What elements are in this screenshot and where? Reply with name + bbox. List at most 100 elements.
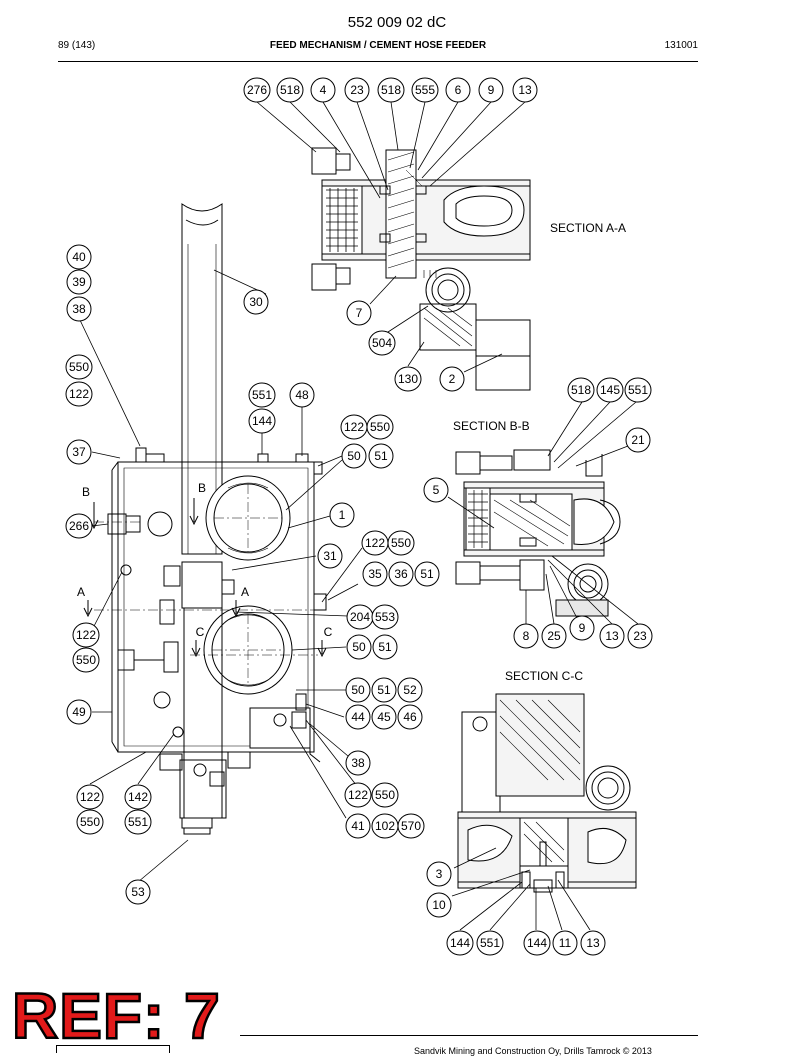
callout-9: 9	[488, 83, 495, 97]
callout-38-b: 38	[351, 756, 365, 770]
callout-518-b: 518	[381, 83, 401, 97]
callout-23: 23	[350, 83, 364, 97]
cut-marker-b-left: B	[82, 485, 90, 499]
callout-45: 45	[377, 710, 391, 724]
callout-551-b: 551	[628, 383, 648, 397]
callout-bubbles	[65, 77, 653, 956]
footer-copyright: Sandvik Mining and Construction Oy, Dril…	[414, 1046, 652, 1056]
callout-204: 204	[350, 610, 370, 624]
callout-51-b: 51	[420, 567, 434, 581]
header-rule	[58, 61, 698, 62]
callout-7: 7	[356, 306, 363, 320]
callout-11: 11	[559, 936, 572, 950]
callout-13: 13	[518, 83, 532, 97]
callout-550-e: 550	[375, 788, 395, 802]
callout-35: 35	[368, 567, 382, 581]
callout-44: 44	[351, 710, 365, 724]
callout-5: 5	[433, 483, 440, 497]
callout-504: 504	[372, 336, 392, 350]
callout-122: 122	[69, 387, 89, 401]
callout-551-d: 551	[480, 936, 500, 950]
callout-555: 555	[415, 83, 435, 97]
callout-276: 276	[247, 83, 267, 97]
section-bb-drawing	[455, 449, 621, 617]
callout-8: 8	[523, 629, 530, 643]
page-title: FEED MECHANISM / CEMENT HOSE FEEDER	[269, 40, 487, 51]
callout-1: 1	[339, 508, 346, 522]
callout-570: 570	[401, 819, 421, 833]
callout-144-c: 144	[527, 936, 547, 950]
callout-145: 145	[600, 383, 620, 397]
callout-51-c: 51	[378, 640, 392, 654]
callout-130: 130	[398, 372, 418, 386]
callout-50-c: 50	[351, 683, 365, 697]
company-logo	[56, 1045, 170, 1053]
callout-518: 518	[280, 83, 300, 97]
callout-31: 31	[323, 549, 337, 563]
callout-2: 2	[449, 372, 456, 386]
callout-550-d: 550	[76, 653, 96, 667]
cut-marker-a-right: A	[241, 585, 249, 599]
callout-37: 37	[72, 445, 86, 459]
callout-51: 51	[374, 449, 388, 463]
document-code: 131001	[664, 40, 698, 51]
callout-30: 30	[249, 295, 263, 309]
callout-21: 21	[631, 433, 645, 447]
callout-102: 102	[375, 819, 395, 833]
callout-40: 40	[72, 250, 86, 264]
callout-50-b: 50	[352, 640, 366, 654]
callout-10: 10	[432, 898, 446, 912]
callout-266: 266	[69, 519, 89, 533]
main-view-drawing	[83, 203, 327, 835]
callout-48: 48	[295, 388, 309, 402]
ref-stamp: REF: 7	[11, 980, 221, 1052]
callout-518-c: 518	[571, 383, 591, 397]
section-cc-drawing	[457, 693, 637, 893]
callout-550-f: 550	[80, 815, 100, 829]
callout-39: 39	[72, 275, 86, 289]
callout-23-b: 23	[633, 629, 647, 643]
callout-41: 41	[351, 819, 365, 833]
callout-6: 6	[455, 83, 462, 97]
callout-50: 50	[347, 449, 361, 463]
callout-13-c: 13	[586, 936, 600, 950]
callout-36: 36	[394, 567, 408, 581]
callout-122-d: 122	[76, 628, 96, 642]
callout-13-b: 13	[605, 629, 619, 643]
cut-marker-b-right: B	[198, 481, 206, 495]
callout-550: 550	[69, 360, 89, 374]
cut-marker-c-left: C	[196, 625, 205, 639]
callout-122-b: 122	[344, 420, 364, 434]
header-row: 89 (143) FEED MECHANISM / CEMENT HOSE FE…	[58, 40, 698, 56]
callout-52: 52	[403, 683, 417, 697]
callout-122-f: 122	[348, 788, 368, 802]
callout-550-b: 550	[370, 420, 390, 434]
callout-49: 49	[72, 705, 86, 719]
callout-142: 142	[128, 790, 148, 804]
callout-25: 25	[547, 629, 561, 643]
section-cc-title: SECTION C-C	[505, 669, 583, 683]
cut-marker-a-left: A	[77, 585, 85, 599]
callout-551-c: 551	[128, 815, 148, 829]
page-number: 89 (143)	[58, 40, 96, 51]
callout-122-c: 122	[365, 536, 385, 550]
section-aa-drawing	[311, 147, 531, 391]
callout-550-c: 550	[391, 536, 411, 550]
callout-38: 38	[72, 302, 86, 316]
callout-3: 3	[436, 867, 443, 881]
callout-9-b: 9	[579, 621, 586, 635]
document-number: 552 009 02 dC	[347, 14, 447, 31]
footer-rule	[240, 1035, 698, 1036]
callout-4: 4	[320, 83, 327, 97]
callout-551: 551	[252, 388, 272, 402]
callout-553: 553	[375, 610, 395, 624]
callout-144-b: 144	[450, 936, 470, 950]
callout-53: 53	[131, 885, 145, 899]
callout-122-e: 122	[80, 790, 100, 804]
section-aa-title: SECTION A-A	[550, 221, 626, 235]
callout-51-d: 51	[377, 683, 391, 697]
callout-144: 144	[252, 414, 272, 428]
callout-46: 46	[403, 710, 417, 724]
cut-marker-c-right: C	[324, 625, 333, 639]
